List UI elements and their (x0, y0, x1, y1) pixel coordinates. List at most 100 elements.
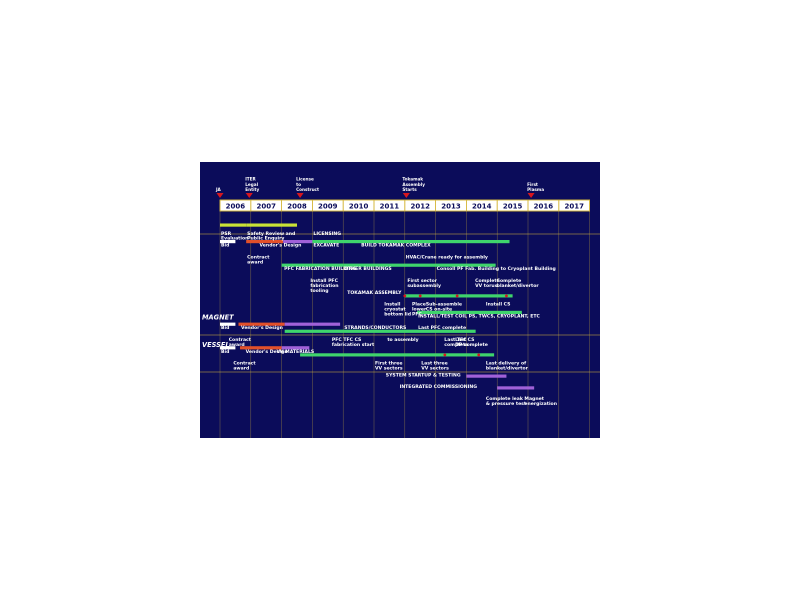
label-last_delivery-line: blanket/divertor (486, 366, 529, 372)
label-startup-line: SYSTEM STARTUP & TESTING (386, 372, 461, 378)
milestone-label-line: First (527, 182, 538, 187)
label-bid3: Bid (221, 349, 229, 355)
label-build-line: BUILD TOKAMAK COMPLEX (361, 243, 431, 249)
section-magnet: MAGNET (202, 313, 234, 321)
gantt-bar (220, 223, 247, 227)
label-tok_assembly-line: TOKAMAK ASSEMBLY (347, 290, 402, 296)
label-magnet_energ-line: Magnet (524, 396, 544, 402)
label-install_cryo-line: Install (384, 302, 401, 308)
milestone-dot (505, 294, 508, 298)
label-strands: STRANDS/CONDUCTORS (344, 325, 406, 331)
label-contract3-line: Contract (233, 361, 256, 367)
label-install_cs-line: Install CS (486, 302, 511, 308)
label-other-line: OTHER BUILDINGS (344, 266, 391, 272)
label-sub_cs-line: Sub-assemble (426, 302, 462, 308)
year-label: 2008 (287, 203, 307, 211)
label-hvac-line: HVAC/Crane ready for assembly (406, 254, 488, 260)
label-cons: Consoll PF Fab. Building to Cryoplant Bu… (437, 266, 556, 272)
label-startup: SYSTEM STARTUP & TESTING (386, 372, 461, 378)
milestone-label: JA (215, 187, 222, 192)
gantt-bar (281, 346, 310, 350)
label-other: OTHER BUILDINGS (344, 266, 391, 272)
milestone-marker-icon (296, 193, 304, 198)
label-excavate: EXCAVATE (313, 243, 339, 249)
gantt-bar (281, 263, 344, 267)
milestone-dot (455, 294, 459, 298)
label-place_lower-line: Place (412, 302, 426, 308)
label-tok_assembly: TOKAMAK ASSEMBLY (347, 290, 402, 296)
label-last_tfc-line: Last TFC (444, 337, 467, 343)
gantt-bar (497, 386, 535, 390)
label-vv_mat-line: VV MATERIALS (276, 349, 314, 355)
label-commissioning-line: INTEGRATED COMMISSIONING (400, 384, 478, 390)
year-label: 2013 (441, 203, 461, 211)
milestone-label-line: ITER (245, 177, 256, 182)
milestone-marker-icon (402, 193, 410, 198)
milestone-marker-icon (527, 193, 535, 198)
label-licensing-line: LICENSING (313, 231, 341, 237)
label-cons-line: Consoll PF Fab. Building to Cryoplant Bu… (437, 266, 556, 272)
milestone-label-line: License (296, 177, 314, 182)
milestone-label-line: Construct (296, 187, 319, 192)
label-last_three-line: VV sectors (421, 366, 449, 372)
label-complete_leak-line: & pressure test (486, 401, 527, 407)
label-excavate-line: EXCAVATE (313, 243, 339, 249)
label-pfc-line: PFC FABRICATION BUILDING (284, 266, 356, 272)
label-to_assembly-line: to assembly (387, 337, 418, 343)
label-first_three-line: VV sectors (375, 366, 403, 372)
label-install_cs: Install CS (486, 302, 511, 308)
label-to_assembly: to assembly (387, 337, 418, 343)
label-vdesign2-line: Vendor's Design (241, 325, 283, 331)
label-last_delivery-line: Last delivery of (486, 361, 527, 367)
label-install_pfc-line: tooling (310, 288, 328, 294)
label-install_test: INSTALL/TEST COIL PS, TWCS, CRYOPLANT, E… (418, 313, 540, 319)
label-place_lower-line: lower (412, 307, 427, 313)
gantt-bar (220, 346, 236, 350)
label-bid2: Bid (221, 325, 229, 331)
label-contract1-line: Contract (247, 254, 270, 260)
milestone-label-line: Plasma (527, 187, 544, 192)
label-last_tfc-line: complete (444, 342, 468, 348)
gantt-bar (466, 374, 507, 378)
label-last_cs-line: Last CS (455, 337, 474, 343)
label-vv_mat: VV MATERIALS (276, 349, 314, 355)
label-safety-line: Public Enquiry (247, 236, 284, 242)
gantt-bar (240, 346, 282, 350)
label-complete_bd-line: blanket/divertor (497, 283, 540, 289)
label-place_lower-line: PFC (412, 311, 423, 317)
label-contract2-line: award (229, 342, 245, 348)
year-label: 2014 (472, 203, 492, 211)
label-commissioning: INTEGRATED COMMISSIONING (400, 384, 478, 390)
gantt-bar (284, 322, 341, 326)
label-vdesign1-line: Vendor's Design (260, 243, 302, 249)
label-build: BUILD TOKAMAK COMPLEX (361, 243, 431, 249)
label-contract2-line: Contract (229, 337, 252, 343)
label-contract3-line: award (233, 366, 249, 372)
label-install_test-line: INSTALL/TEST COIL PS, TWCS, CRYOPLANT, E… (418, 313, 540, 319)
year-label: 2010 (349, 203, 369, 211)
label-complete_bd-line: Complete (497, 278, 522, 284)
label-first_sector-line: subassembly (407, 283, 441, 289)
milestone-label-line: to (296, 182, 301, 187)
label-pfc_tfc_cs-line: PFC TFC CS (332, 337, 361, 343)
milestone-marker-icon (216, 193, 224, 198)
